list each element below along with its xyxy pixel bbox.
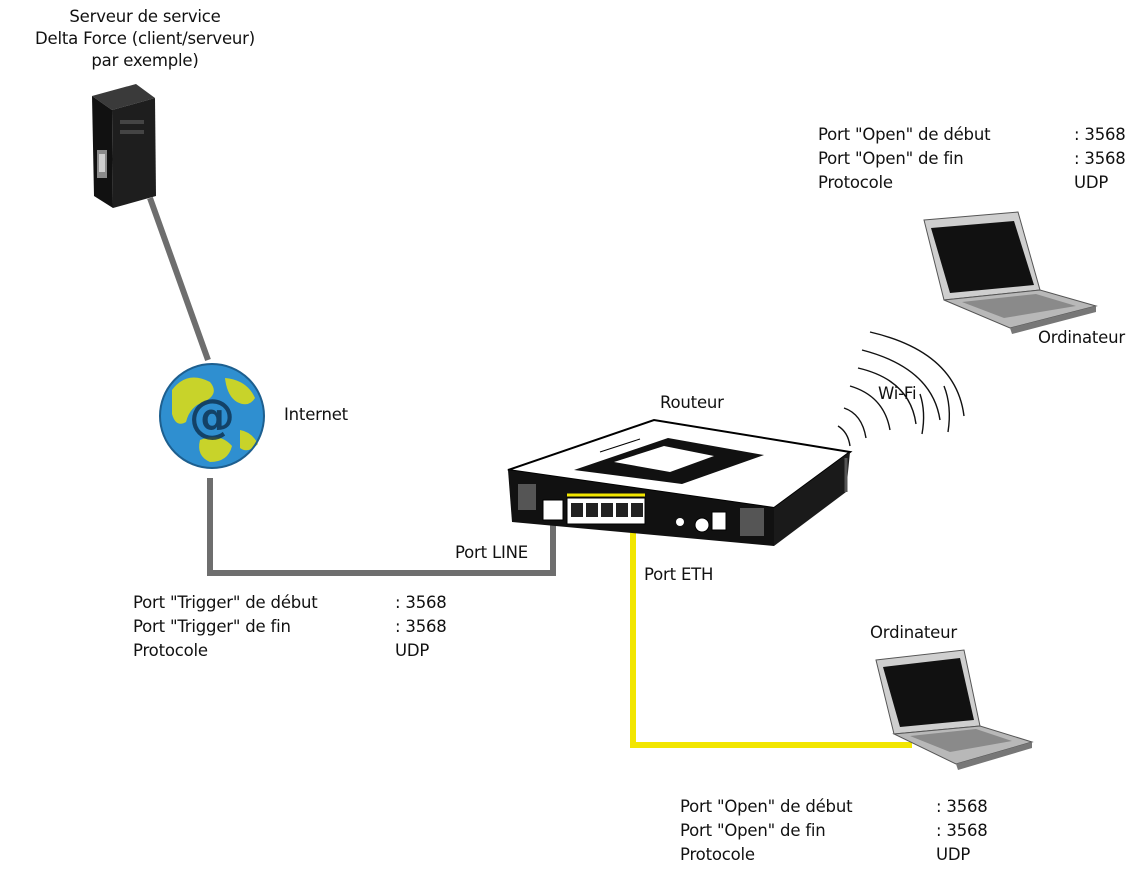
port-label: Port "Open" de début <box>818 125 991 144</box>
router-label: Routeur <box>660 393 724 412</box>
port-label: Port "Trigger" de fin <box>133 617 291 636</box>
wan-cable-internet-router <box>207 478 556 576</box>
trigger-ports-table: Port "Trigger" de début : 3568 Port "Tri… <box>133 592 473 662</box>
port-value: UDP <box>936 845 971 864</box>
laptop-wifi-label: Ordinateur <box>1038 328 1125 347</box>
server-caption-line-3: par exemple) <box>91 51 199 70</box>
laptop-wifi-icon <box>923 211 1098 334</box>
server-tower-icon <box>92 84 156 208</box>
laptop-wired-label: Ordinateur <box>870 623 957 642</box>
port-value: UDP <box>395 641 430 660</box>
router-icon <box>507 418 853 546</box>
port-label: Protocole <box>818 173 893 192</box>
internet-label: Internet <box>284 405 348 424</box>
server-caption: Serveur de service Delta Force (client/s… <box>0 6 290 72</box>
wifi-waves-icon <box>837 331 965 447</box>
port-value: : 3568 <box>395 593 447 612</box>
laptop-wired-icon <box>875 649 1034 770</box>
port-line-label: Port LINE <box>455 543 528 562</box>
server-caption-line-1: Serveur de service <box>69 7 221 26</box>
wifi-label: Wi-Fi <box>878 384 917 403</box>
server-caption-line-2: Delta Force (client/serveur) <box>35 29 255 48</box>
port-label: Protocole <box>133 641 208 660</box>
port-label: Port "Trigger" de début <box>133 593 318 612</box>
port-value: : 3568 <box>395 617 447 636</box>
port-value: : 3568 <box>936 821 988 840</box>
port-label: Port "Open" de début <box>680 797 853 816</box>
port-value: UDP <box>1074 173 1109 192</box>
port-label: Port "Open" de fin <box>818 149 964 168</box>
port-label: Port "Open" de fin <box>680 821 826 840</box>
port-eth-label: Port ETH <box>644 565 714 584</box>
open-ports-table-wired: Port "Open" de début : 3568 Port "Open" … <box>680 796 1010 866</box>
wan-cable-server-internet <box>147 196 211 362</box>
port-label: Protocole <box>680 845 755 864</box>
port-value: : 3568 <box>1074 149 1126 168</box>
port-value: : 3568 <box>936 797 988 816</box>
svg-text:@: @ <box>189 389 235 443</box>
lan-cable-eth <box>630 525 912 748</box>
port-value: : 3568 <box>1074 125 1126 144</box>
open-ports-table-wifi: Port "Open" de début : 3568 Port "Open" … <box>818 124 1146 194</box>
internet-globe-icon: @ <box>159 363 265 469</box>
